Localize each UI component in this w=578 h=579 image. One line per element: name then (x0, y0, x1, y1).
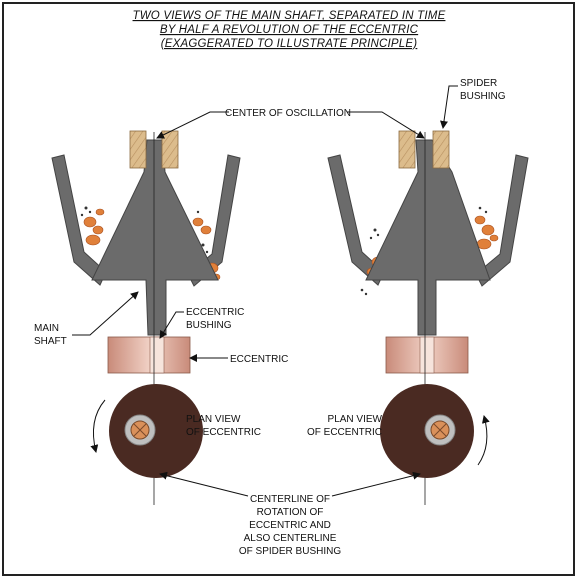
label-centerline-2: ROTATION OF (257, 507, 324, 518)
label-main-shaft-2: SHAFT (34, 336, 67, 347)
leader-oscillation-right (347, 111, 425, 139)
left-spider-bushing-l (129, 130, 147, 169)
left-spider-bushing-r (161, 130, 179, 169)
label-centerline-5: OF SPIDER BUSHING (239, 546, 341, 557)
leader-eccentric-bushing (159, 311, 184, 339)
left-concave-outer (51, 154, 107, 286)
label-eccentric-bushing-2: BUSHING (186, 320, 232, 331)
right-view (327, 130, 529, 505)
label-eccentric-bushing-1: ECCENTRIC (186, 307, 244, 318)
label-main-shaft-1: MAIN (34, 323, 59, 334)
right-rotation-arrow (477, 415, 490, 466)
label-spider-bushing-1: SPIDER (460, 78, 497, 89)
label-plan-view-right-1: PLAN VIEW (328, 414, 383, 425)
right-spider-bushing-r (432, 130, 450, 169)
label-center-of-oscillation: CENTER OF OSCILLATION (225, 108, 351, 119)
right-eccentric-bushing (419, 336, 435, 374)
right-concave-inner (475, 154, 529, 287)
right-mantle (365, 139, 491, 336)
title-line-2: BY HALF A REVOLUTION OF THE ECCENTRIC (160, 24, 419, 36)
right-plan-cross (433, 423, 447, 437)
label-centerline-3: ECCENTRIC AND (249, 520, 331, 531)
leader-oscillation-left (156, 111, 229, 139)
label-eccentric: ECCENTRIC (230, 354, 288, 365)
title-line-1: TWO VIEWS OF THE MAIN SHAFT, SEPARATED I… (133, 10, 446, 22)
title-line-3: (EXAGGERATED TO ILLUSTRATE PRINCIPLE) (161, 38, 418, 50)
label-spider-bushing-2: BUSHING (460, 91, 506, 102)
leader-centerline-left (159, 471, 249, 497)
leader-main-shaft (72, 291, 139, 336)
label-plan-view-left-2: OF ECCENTRIC (186, 427, 261, 438)
label-plan-view-left-1: PLAN VIEW (186, 414, 241, 425)
left-concave-inner (187, 154, 241, 287)
left-mantle (91, 139, 219, 336)
leader-spider-bushing (440, 85, 458, 129)
left-plan-disc (109, 384, 203, 478)
label-centerline-4: ALSO CENTERLINE (244, 533, 337, 544)
label-centerline-1: CENTERLINE OF (250, 494, 330, 505)
left-eccentric (107, 336, 191, 374)
left-eccentric-bushing (149, 336, 165, 374)
right-spider-bushing-l (398, 130, 416, 169)
leader-centerline-right (331, 471, 421, 497)
label-plan-view-right-2: OF ECCENTRIC (307, 427, 382, 438)
left-view (51, 130, 241, 505)
left-plan-cross (133, 423, 147, 437)
left-rotation-arrow (90, 399, 106, 453)
right-fines (360, 206, 488, 296)
